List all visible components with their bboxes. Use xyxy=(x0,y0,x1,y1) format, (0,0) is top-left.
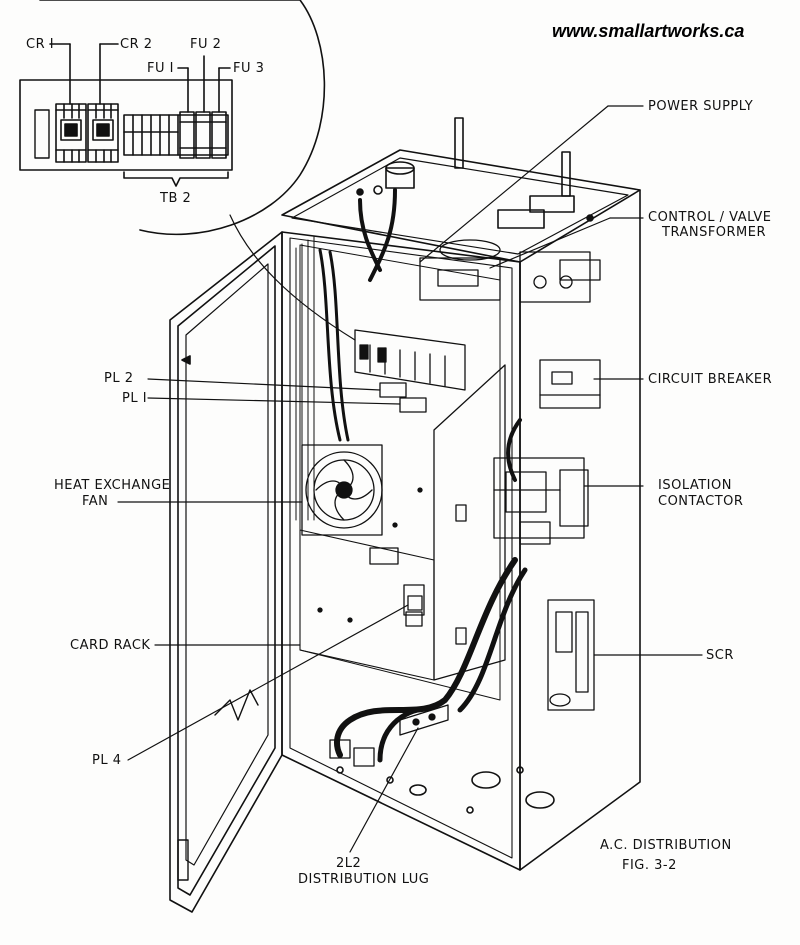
inset-label-fu3: FU 3 xyxy=(233,61,265,76)
label-isolation-contactor-1: ISOLATION xyxy=(658,478,732,493)
caption-title: A.C. DISTRIBUTION xyxy=(600,838,732,853)
label-pl2: PL 2 xyxy=(104,371,134,386)
label-pl4: PL 4 xyxy=(92,753,122,768)
connector-pl4 xyxy=(407,595,423,611)
interior-components xyxy=(299,188,601,767)
label-distribution-lug-2: DISTRIBUTION LUG xyxy=(298,872,430,887)
inset-label-tb2: TB 2 xyxy=(160,191,192,206)
relay-cr2 xyxy=(87,103,119,163)
inset-label-fu1: FU I xyxy=(147,61,174,76)
caption-figure: FIG. 3-2 xyxy=(622,858,677,873)
label-card-rack: CARD RACK xyxy=(70,638,151,653)
label-control-valve-transformer-2: TRANSFORMER xyxy=(662,225,767,240)
cabinet-body xyxy=(281,117,641,871)
cabinet-door xyxy=(169,231,315,913)
circuit-breaker xyxy=(539,359,601,409)
inset-label-cr1: CR I xyxy=(26,37,55,52)
leader-lines xyxy=(117,105,703,853)
label-isolation-contactor-2: CONTACTOR xyxy=(658,494,744,509)
label-circuit-breaker: CIRCUIT BREAKER xyxy=(648,372,773,387)
label-scr: SCR xyxy=(706,648,734,663)
inset-label-cr2: CR 2 xyxy=(120,37,153,52)
heat-exchange-fan xyxy=(301,444,383,536)
label-heat-exchange-fan-1: HEAT EXCHANGE xyxy=(54,478,171,493)
scr-module xyxy=(547,599,595,711)
inset-label-fu2: FU 2 xyxy=(190,37,222,52)
connector-pl2 xyxy=(379,382,407,398)
label-pl1: PL I xyxy=(122,391,148,406)
tb2-on-panel xyxy=(354,329,466,391)
label-power-supply: POWER SUPPLY xyxy=(648,99,754,114)
label-heat-exchange-fan-2: FAN xyxy=(82,494,109,509)
distribution-lug xyxy=(399,704,449,736)
website-url[interactable]: www.smallartworks.ca xyxy=(552,21,745,41)
relay-cr1 xyxy=(55,103,87,163)
inset-view xyxy=(19,0,326,236)
isolation-contactor xyxy=(493,457,589,545)
card-rack xyxy=(299,364,506,681)
terminal-block-tb2 xyxy=(123,111,229,159)
label-control-valve-transformer-1: CONTROL / VALVE xyxy=(648,210,772,225)
power-supply xyxy=(419,239,501,301)
control-valve-transformer xyxy=(519,251,601,303)
label-distribution-lug-1: 2L2 xyxy=(336,856,362,871)
connector-pl1 xyxy=(399,397,427,413)
